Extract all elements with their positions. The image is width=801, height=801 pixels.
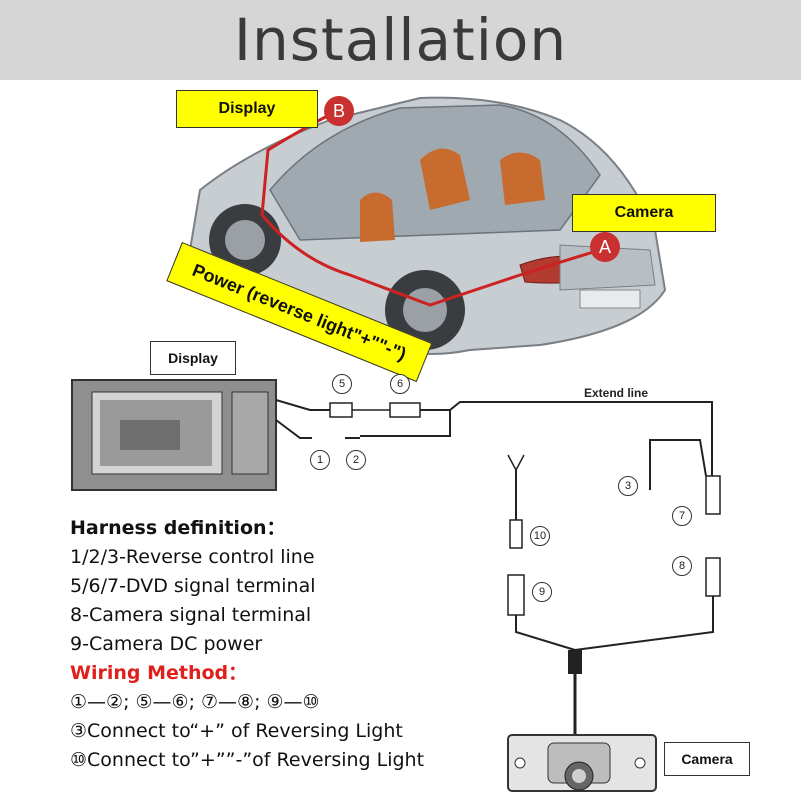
number-10: 10	[530, 526, 550, 546]
method-line-1: ①—②; ⑤—⑥; ⑦—⑧; ⑨—⑩	[70, 691, 320, 713]
number-9: 9	[532, 582, 552, 602]
wiring-method-heading: Wiring Method：	[70, 662, 248, 684]
definition-line-2: 5/6/7-DVD signal terminal	[70, 575, 316, 597]
harness-definition: Harness definition： 1/2/3-Reverse contro…	[70, 514, 470, 775]
number-8: 8	[672, 556, 692, 576]
number-5: 5	[332, 374, 352, 394]
marker-b: B	[324, 96, 354, 126]
number-2: 2	[346, 450, 366, 470]
number-7: 7	[672, 506, 692, 526]
display-label: Display	[176, 90, 318, 128]
definition-line-1: 1/2/3-Reverse control line	[70, 546, 315, 568]
marker-a: A	[590, 232, 620, 262]
definition-line-3: 8-Camera signal terminal	[70, 604, 312, 626]
number-1: 1	[310, 450, 330, 470]
display-box: Display	[150, 341, 236, 375]
extend-line-label: Extend line	[584, 386, 649, 400]
page-title: Installation	[233, 6, 568, 74]
number-6: 6	[390, 374, 410, 394]
car-body	[188, 96, 667, 355]
definition-line-4: 9-Camera DC power	[70, 633, 263, 655]
head-unit	[71, 379, 277, 491]
camera-box: Camera	[664, 742, 750, 776]
method-line-3: ⑩Connect to”+””-”of Reversing Light	[70, 749, 425, 771]
car-illustration	[188, 96, 667, 355]
camera-label: Camera	[572, 194, 716, 232]
wiring-diagram	[71, 379, 721, 792]
harness-heading: Harness definition：	[70, 517, 286, 539]
method-line-2: ③Connect to“+” of Reversing Light	[70, 720, 403, 742]
camera-unit	[507, 734, 657, 792]
number-3: 3	[618, 476, 638, 496]
title-bar: Installation	[0, 0, 801, 80]
